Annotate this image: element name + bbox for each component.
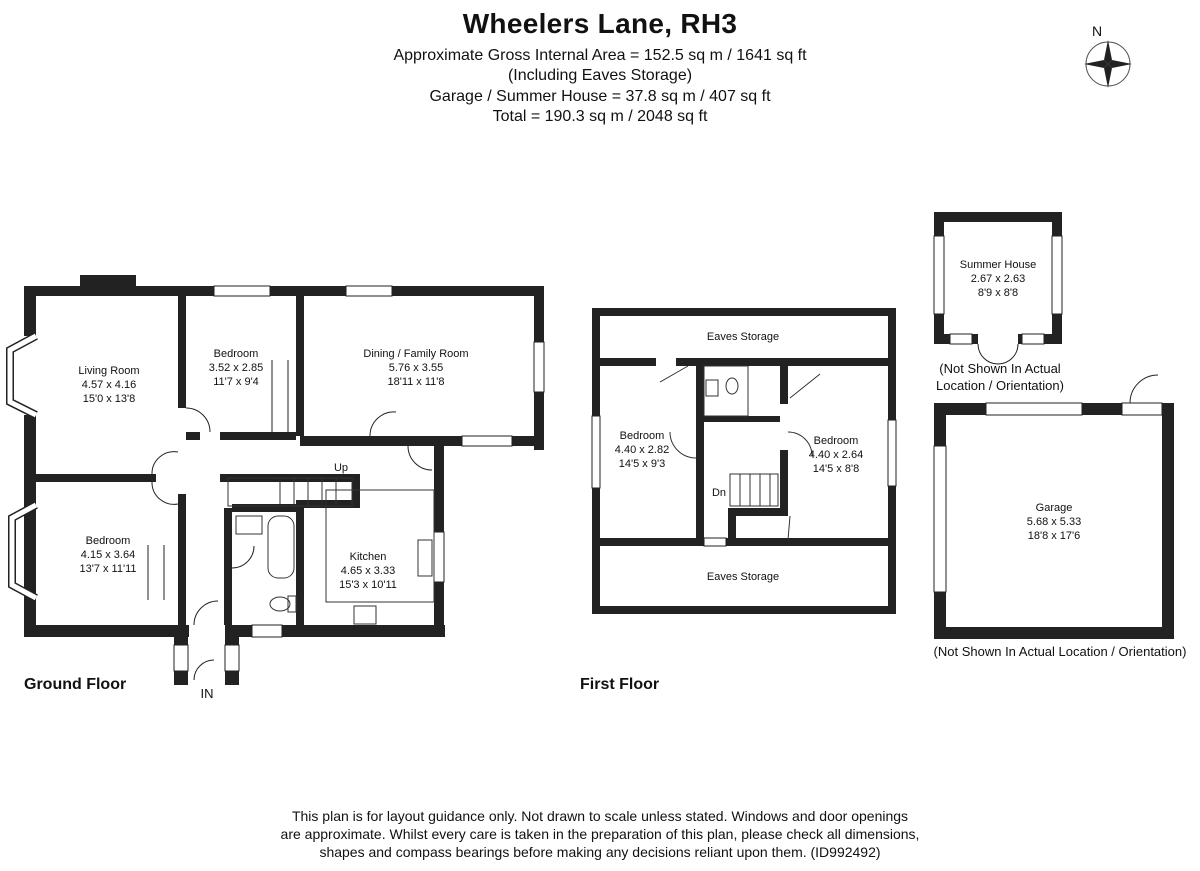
garage-summer-house-area: Garage / Summer House = 37.8 sq m / 407 …	[429, 88, 771, 105]
room-kitchen: Kitchen 4.65 x 3.33 15'3 x 10'11	[339, 551, 397, 591]
disclaimer-line2: are approximate. Whilst every care is ta…	[280, 826, 920, 842]
room-imperial: 15'3 x 10'11	[339, 579, 397, 591]
first-floor-doors	[659, 365, 821, 541]
summer-house-note-line2: Location / Orientation)	[936, 378, 1064, 393]
eaves-storage-top: Eaves Storage	[707, 331, 779, 343]
ground-floor-plan	[24, 275, 544, 685]
room-name: Summer House	[960, 259, 1036, 271]
first-floor-label: First Floor	[580, 676, 660, 693]
room-name: Bedroom	[620, 430, 665, 442]
room-first-bedroom-2: Bedroom 4.40 x 2.64 14'5 x 8'8	[809, 435, 863, 475]
entrance-label: IN	[201, 686, 214, 701]
room-metric: 5.76 x 3.55	[389, 362, 443, 374]
stairs-up-label: Up	[334, 462, 348, 474]
room-metric: 4.57 x 4.16	[82, 379, 136, 391]
room-name: Bedroom	[214, 348, 259, 360]
room-metric: 5.68 x 5.33	[1027, 516, 1081, 528]
room-metric: 3.52 x 2.85	[209, 362, 263, 374]
room-summer-house: Summer House 2.67 x 2.63 8'9 x 8'8	[960, 259, 1036, 299]
room-first-bedroom-1: Bedroom 4.40 x 2.82 14'5 x 9'3	[615, 430, 669, 470]
room-dining-family: Dining / Family Room 5.76 x 3.55 18'11 x…	[363, 348, 468, 388]
ground-floor-fixtures	[227, 477, 435, 625]
room-metric: 4.40 x 2.82	[615, 444, 669, 456]
garage-openings	[933, 374, 1163, 593]
eaves-storage-bottom: Eaves Storage	[707, 571, 779, 583]
gross-internal-area: Approximate Gross Internal Area = 152.5 …	[393, 47, 807, 64]
room-bedroom-2: Bedroom 4.15 x 3.64 13'7 x 11'11	[79, 535, 136, 575]
room-metric: 4.40 x 2.64	[809, 449, 863, 461]
disclaimer-line1: This plan is for layout guidance only. N…	[291, 808, 909, 824]
room-metric: 2.67 x 2.63	[971, 273, 1025, 285]
summer-house-note: (Not Shown In Actual Location / Orientat…	[930, 360, 1070, 394]
compass-north-label: N	[1092, 23, 1102, 39]
room-name: Garage	[1036, 502, 1073, 514]
ground-floor-label: Ground Floor	[24, 676, 127, 693]
room-imperial: 8'9 x 8'8	[978, 287, 1018, 299]
compass-icon: N	[1084, 23, 1132, 88]
room-imperial: 13'7 x 11'11	[79, 563, 136, 575]
room-imperial: 14'5 x 9'3	[619, 458, 665, 470]
disclaimer: This plan is for layout guidance only. N…	[0, 807, 1200, 861]
room-imperial: 18'11 x 11'8	[387, 376, 444, 388]
room-imperial: 18'8 x 17'6	[1028, 530, 1081, 542]
garage-note: (Not Shown In Actual Location / Orientat…	[933, 644, 1187, 659]
including-eaves-note: (Including Eaves Storage)	[507, 67, 693, 84]
disclaimer-line3: shapes and compass bearings before makin…	[319, 844, 881, 860]
room-name: Dining / Family Room	[363, 348, 468, 360]
room-imperial: 11'7 x 9'4	[213, 376, 259, 388]
summer-house-note-line1: (Not Shown In Actual	[939, 361, 1061, 376]
ground-floor-windows	[6, 285, 545, 672]
room-garage: Garage 5.68 x 5.33 18'8 x 17'6	[1027, 502, 1081, 542]
room-metric: 4.15 x 3.64	[81, 549, 135, 561]
plan-title: Wheelers Lane, RH3	[462, 8, 738, 39]
room-imperial: 15'0 x 13'8	[83, 393, 136, 405]
room-name: Bedroom	[814, 435, 859, 447]
room-name: Kitchen	[350, 551, 387, 563]
stairs-down-label: Dn	[712, 487, 726, 499]
room-metric: 4.65 x 3.33	[341, 565, 395, 577]
room-imperial: 14'5 x 8'8	[813, 463, 859, 475]
summer-house-windows	[933, 235, 1063, 365]
room-name: Living Room	[78, 365, 139, 377]
room-bedroom-1: Bedroom 3.52 x 2.85 11'7 x 9'4	[209, 348, 263, 388]
total-area: Total = 190.3 sq m / 2048 sq ft	[492, 108, 708, 125]
room-living-room: Living Room 4.57 x 4.16 15'0 x 13'8	[78, 365, 139, 405]
room-name: Bedroom	[86, 535, 131, 547]
ground-floor-doors	[147, 360, 433, 681]
first-floor-windows	[591, 415, 897, 547]
